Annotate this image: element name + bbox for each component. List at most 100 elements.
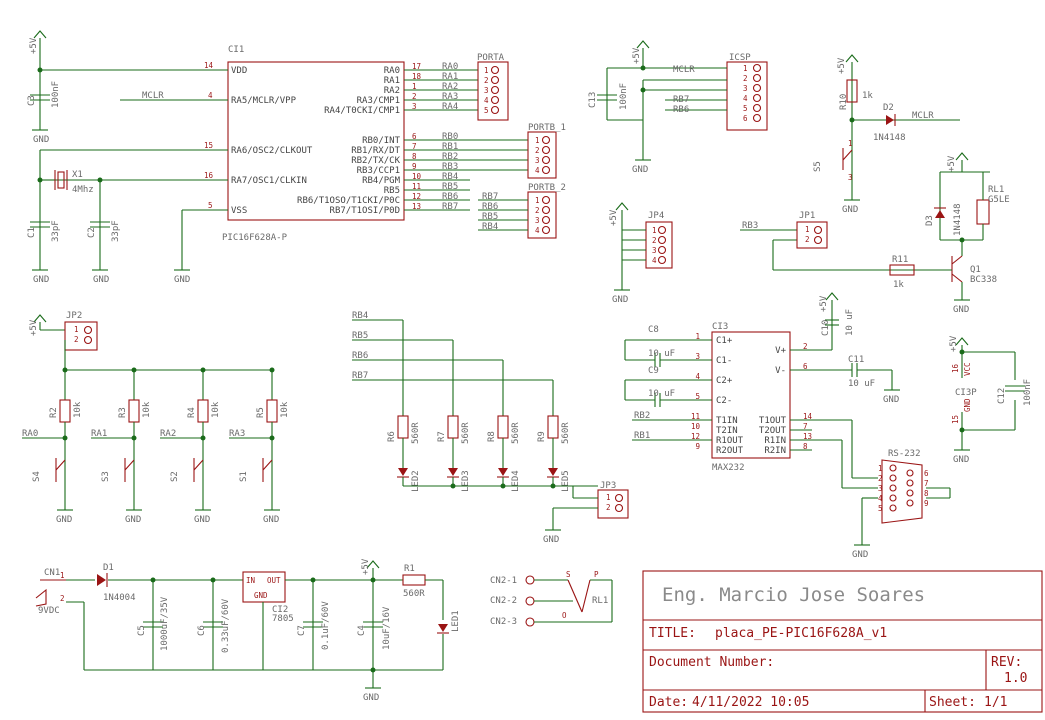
header-pin-num: 6 [743,114,748,123]
q1-ref: Q1 [970,265,981,275]
mcu-pin-num: 2 [412,92,417,101]
c11-value: 10 uF [848,379,875,389]
header-pin [657,235,667,245]
header-pin-num: 2 [535,146,540,155]
max232-pin-num: 8 [803,442,808,451]
net-label: RA0 [22,429,38,439]
max232-net-label: RB1 [634,431,650,441]
mcu-pin-num: 15 [204,141,213,150]
vcc-label: +5V [819,295,829,312]
d1-ref: D1 [103,563,114,573]
mcu-pin-num: 10 [412,172,422,181]
c8-ref: C8 [648,325,659,335]
gnd-label: GND [125,515,141,525]
reg-gnd-label: GND [254,591,268,600]
c2-ref: C2 [87,227,97,238]
vcc-label: +5V [947,155,957,172]
mcu-pin-name: RA0 [384,66,400,76]
icsp-name: ICSP [729,53,751,63]
switch-lever [55,459,66,471]
rs232-pin-num: 3 [878,484,883,493]
cn1-pin: 2 [60,594,65,603]
resistor-body [128,399,140,423]
rs232-pin [906,489,914,497]
net-label: RA1 [442,72,458,82]
c5-ref: C5 [137,625,147,636]
max232-pin-name: V- [775,366,786,376]
max232-pin-num: 6 [803,362,808,371]
mcu-pin-name: RA2 [384,86,400,96]
gnd-label: GND [263,515,279,525]
mcu-pin-num: 18 [412,72,422,81]
rs232-pin-num: 1 [878,464,883,473]
max232-pin-name: T1OUT [759,416,787,426]
revision-value: 1.0 [1004,671,1027,686]
rs232-pin [889,484,897,492]
max232-pin-num: 9 [695,442,700,451]
c13-ref: C13 [588,92,598,108]
q1-value: BC338 [970,275,997,285]
gnd-label: GND [852,550,868,560]
header-pin [541,205,551,215]
mcu-pin-num: 9 [412,162,417,171]
max232-pin-name: R2OUT [716,446,744,456]
net-label: RB7 [482,192,498,202]
vcc-label: +5V [609,209,619,226]
revision-label: REV: [991,655,1022,670]
led-symbol [498,468,508,476]
sheet-label: Sheet: [929,695,976,710]
mclr-net-label: MCLR [142,91,164,101]
gnd-label: GND [33,275,49,285]
mcu-pin-num: 6 [412,132,417,141]
junction [269,435,275,441]
gnd-label: GND [883,395,899,405]
author-name: Eng. Marcio Jose Soares [662,584,925,606]
net-label: RA3 [229,429,245,439]
resistor-value: 560R [461,422,471,444]
c9-ref: C9 [648,366,659,376]
resistor-body [197,399,209,423]
max232-pin-num: 10 [691,422,701,431]
ci3p-pin-name: VCC [963,362,972,376]
c1-value: 33pF [51,220,61,242]
resistor-ref: R3 [118,407,128,418]
resistor-ref: R4 [187,407,197,418]
rs232-pin [889,464,897,472]
mcu-pin-name: RB2/TX/CK [351,156,400,166]
net-label: RA3 [442,92,458,102]
resistor-ref: R7 [437,431,447,442]
max232-pin-name: T2OUT [759,426,787,436]
header-pin [752,73,762,83]
mcu-pin-name: RA3/CMP1 [357,96,400,106]
gnd-label: GND [194,515,210,525]
max232-pin-num: 12 [691,432,700,441]
c4-ref: C4 [357,625,367,636]
relay-driver: +5V D3 1N4148 RL1 G5LE GND Q1 BC338 R11 … [740,152,1010,315]
header-pin-num: 5 [743,104,748,113]
r1-ref: R1 [404,564,415,574]
resistor-ref: R2 [49,407,59,418]
header-pin [490,75,500,85]
led-ref: LED5 [561,470,571,492]
net-label: RB5 [442,182,458,192]
rs232-pin [906,469,914,477]
title-value: placa_PE-PIC16F628A_v1 [715,626,887,641]
icsp-net-label: RB7 [673,95,689,105]
led-ref: LED4 [511,470,521,492]
net-label: RB6 [442,192,458,202]
rs232-pin [906,479,914,487]
header-pin-num: 4 [484,96,489,105]
header-pin [541,155,551,165]
rl1-ref: RL1 [988,185,1004,195]
header-pin [752,83,762,93]
max232-pin-num: 13 [803,432,812,441]
led-symbol [548,468,558,476]
junction [131,435,137,441]
net-label: RA0 [442,62,458,72]
rl1-contact-label: P [594,570,599,579]
title-label: TITLE: [649,626,696,641]
mcu-pin-name: RA5/MCLR/VPP [231,96,297,106]
